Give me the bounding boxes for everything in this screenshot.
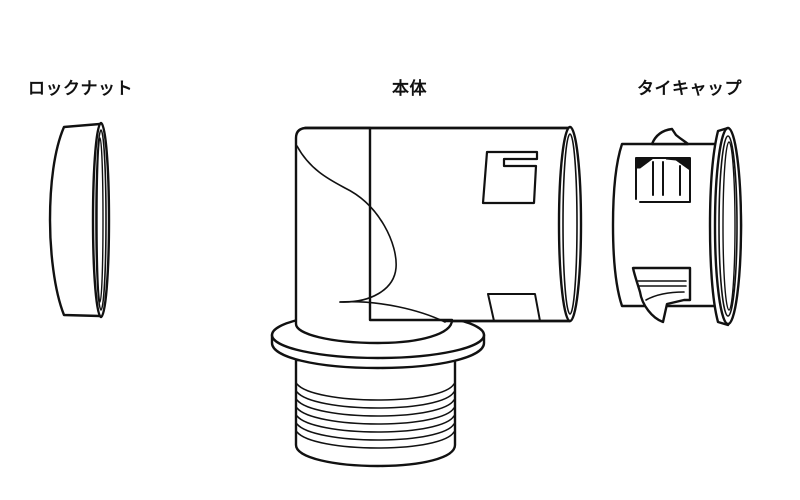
body-drawing (270, 125, 583, 468)
tiecap-label: タイキャップ (637, 79, 742, 99)
body-label: 本体 (392, 79, 427, 99)
locknut-label: ロックナット (28, 79, 133, 99)
tiecap-drawing (611, 126, 743, 327)
locknut-drawing (48, 121, 111, 319)
